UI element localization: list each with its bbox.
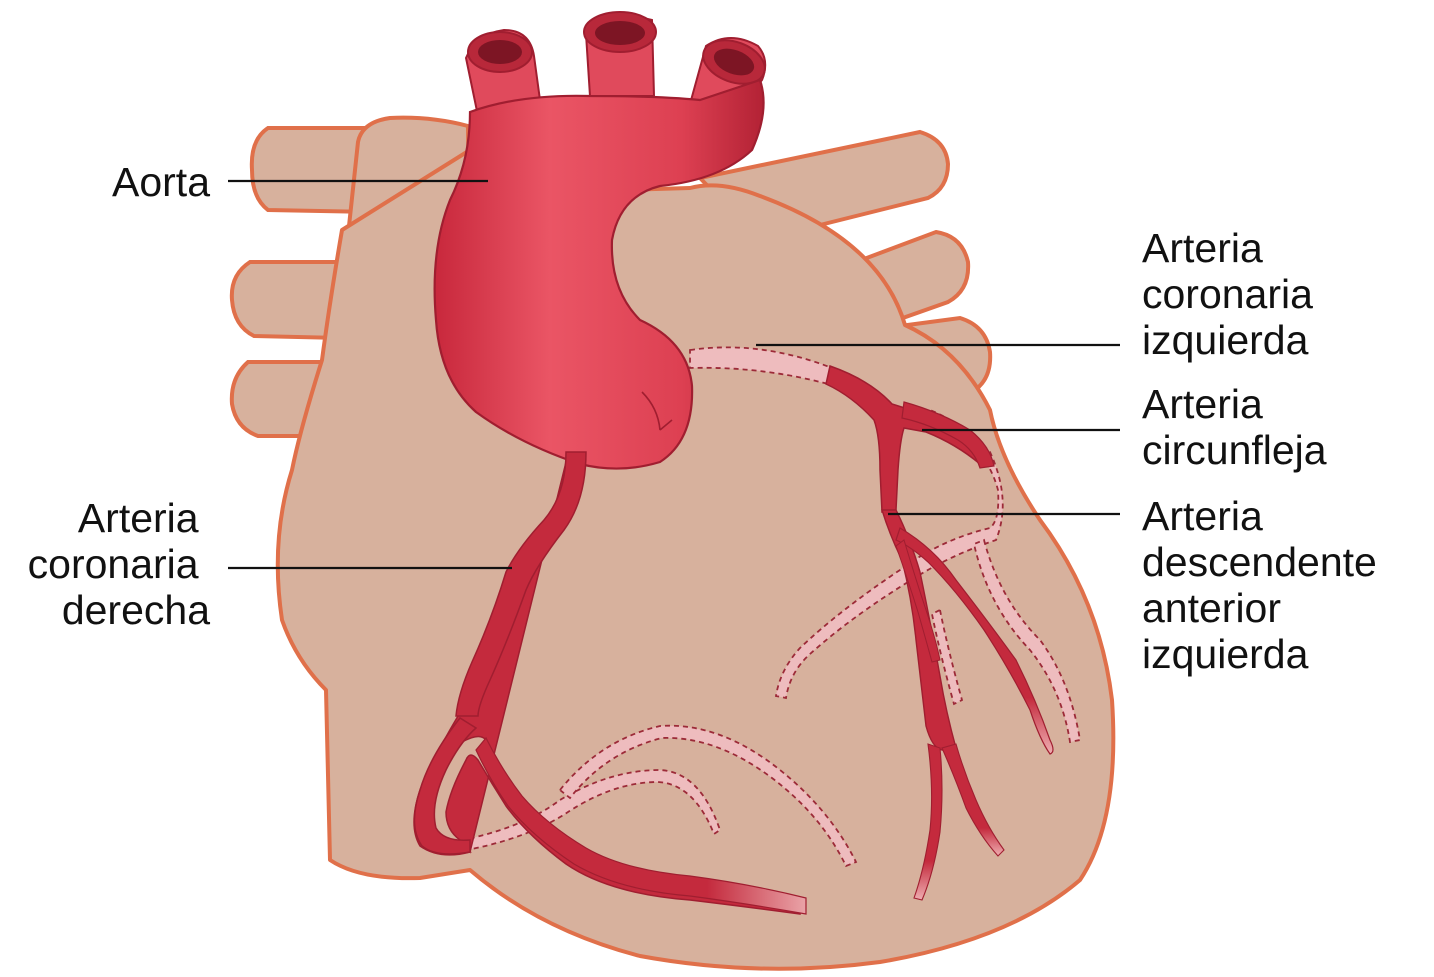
label-circumflex-line-1: Arteria: [1142, 381, 1263, 427]
label-lad-line-2: descendente: [1142, 539, 1377, 585]
aorta-branch-middle-lumen: [595, 21, 645, 45]
label-right-coronary-artery: Arteria coronaria derecha: [28, 495, 211, 633]
label-aorta: Aorta: [112, 159, 210, 205]
label-right-coronary-line-1: Arteria: [78, 495, 199, 541]
label-lad-line-1: Arteria: [1142, 493, 1263, 539]
label-right-coronary-line-3: derecha: [62, 587, 210, 633]
label-right-coronary-line-2: coronaria: [28, 541, 199, 587]
label-left-coronary-artery: Arteria coronaria izquierda: [1142, 225, 1324, 363]
label-circumflex-line-2: circunfleja: [1142, 427, 1327, 473]
label-left-anterior-descending-artery: Arteria descendente anterior izquierda: [1142, 493, 1388, 677]
label-lad-line-3: anterior: [1142, 585, 1281, 631]
label-circumflex-artery: Arteria circunfleja: [1142, 381, 1327, 473]
label-left-coronary-line-1: Arteria: [1142, 225, 1263, 271]
label-aorta-line-1: Aorta: [112, 159, 210, 205]
label-left-coronary-line-3: izquierda: [1142, 317, 1309, 363]
aorta-branch-left-lumen: [478, 40, 522, 64]
label-lad-line-4: izquierda: [1142, 631, 1309, 677]
label-left-coronary-line-2: coronaria: [1142, 271, 1313, 317]
